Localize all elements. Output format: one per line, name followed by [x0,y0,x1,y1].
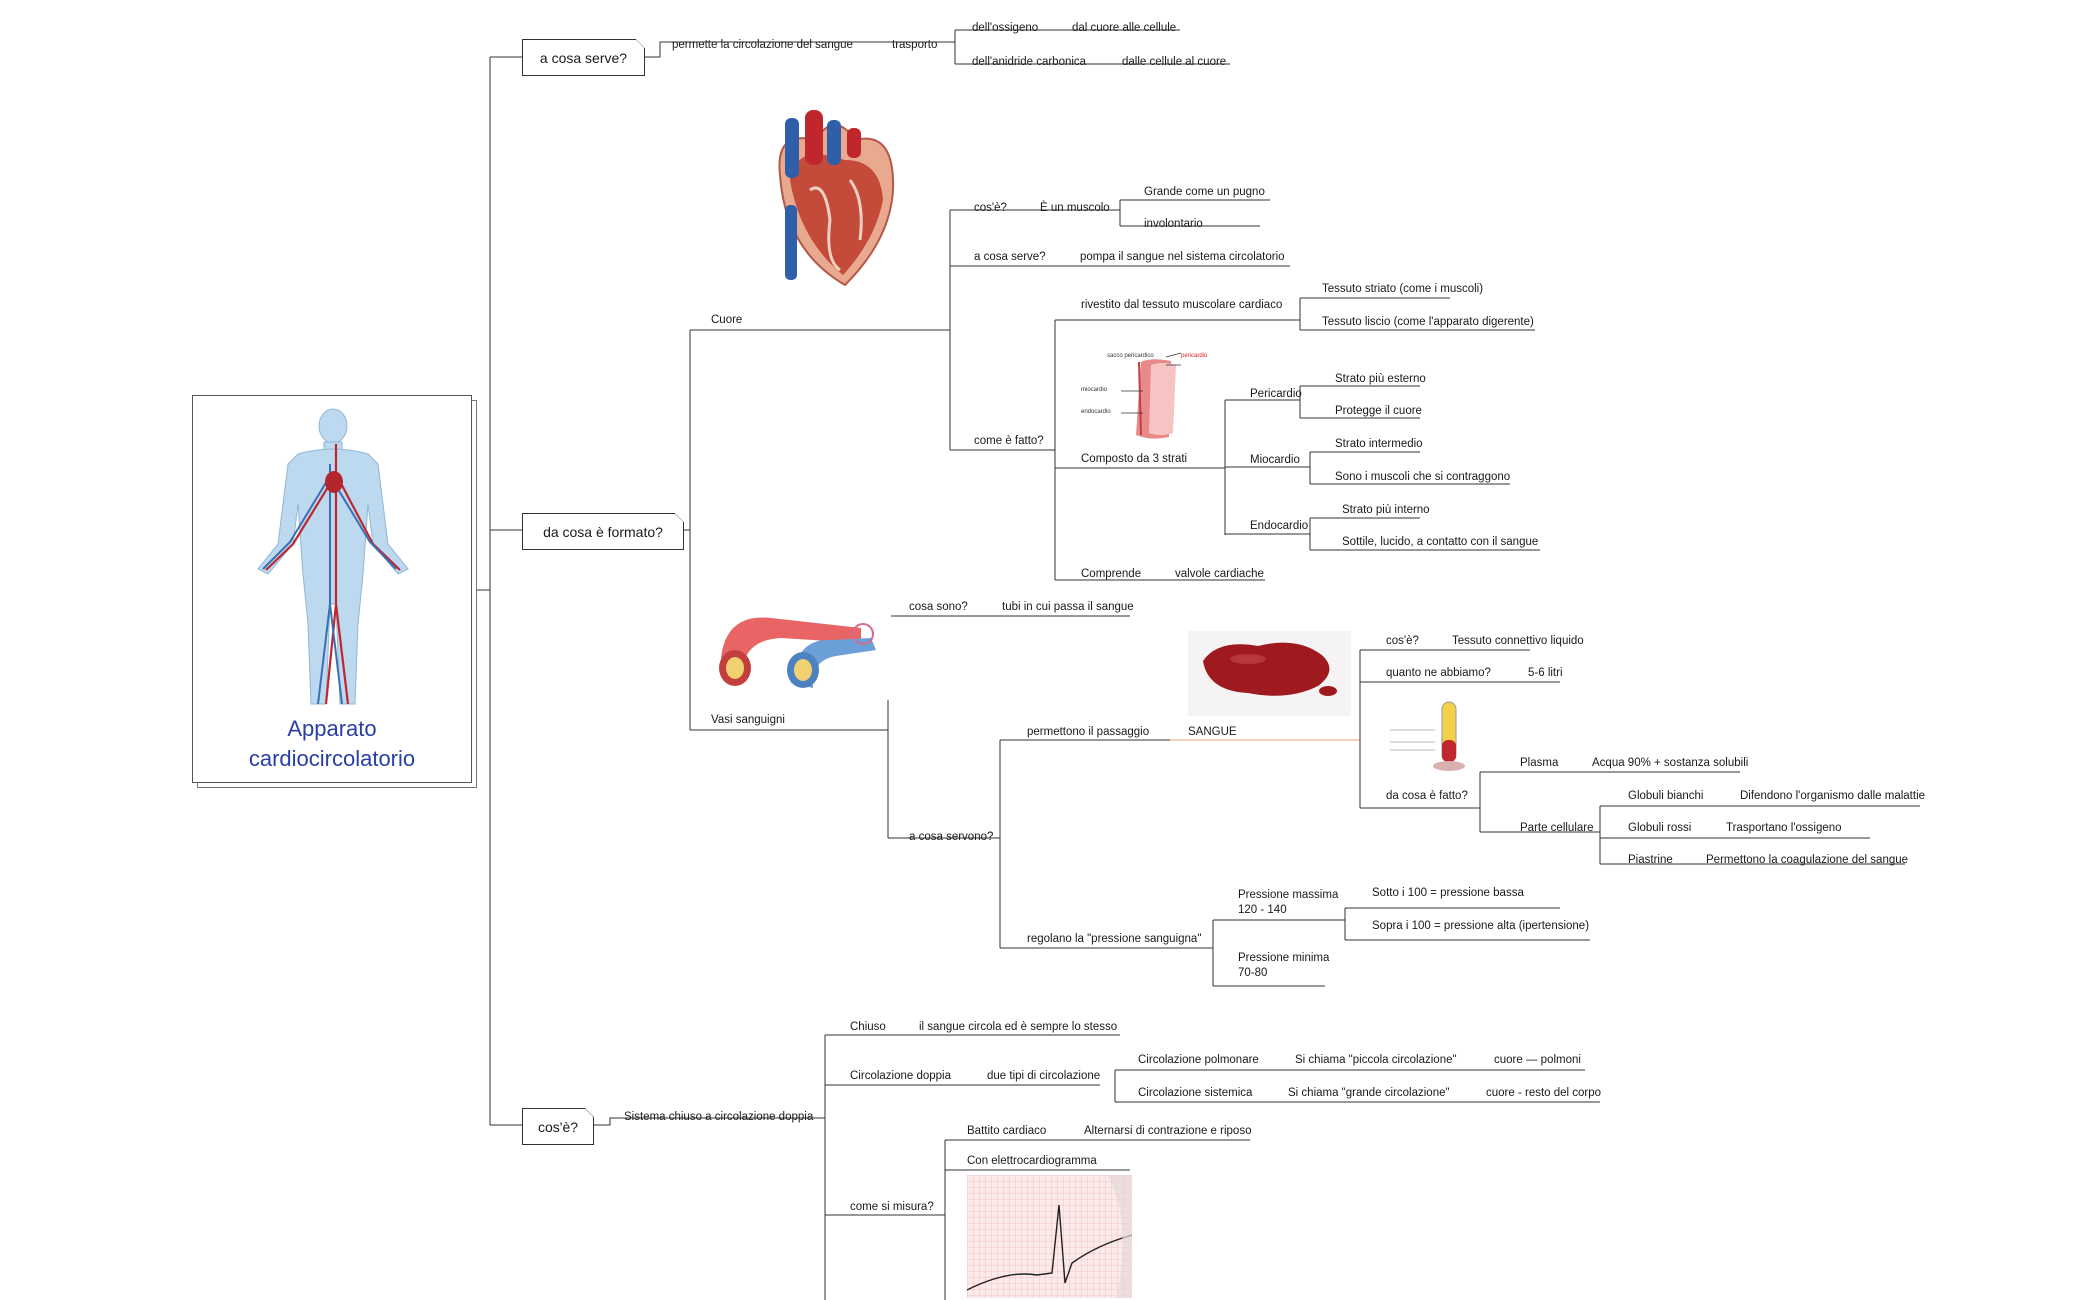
node-rivestito[interactable]: rivestito dal tessuto muscolare cardiaco [1081,299,1283,311]
node-vasi[interactable]: Vasi sanguigni [711,714,785,726]
node-minima-2[interactable]: 70-80 [1238,967,1268,979]
node-passaggio[interactable]: permettono il passaggio [1027,726,1150,738]
node-sistemica[interactable]: Circolazione sistemica [1138,1087,1253,1099]
node-acqua[interactable]: Acqua 90% + sostanza solubili [1592,757,1749,769]
node-due-tipi[interactable]: due tipi di circolazione [987,1070,1101,1082]
node-cellulare[interactable]: Parte cellulare [1520,822,1594,834]
node-tubi[interactable]: tubi in cui passa il sangue [1002,601,1134,613]
node-bianchi-d[interactable]: Difendono l'organismo dalle malattie [1740,790,1926,802]
node-minima-1[interactable]: Pressione minima [1238,952,1330,964]
node-quanto[interactable]: quanto ne abbiamo? [1386,667,1491,679]
test-tube-illustration [1390,701,1465,771]
node-endocardio[interactable]: Endocardio [1250,520,1309,532]
node-bassa[interactable]: Sotto i 100 = pressione bassa [1372,887,1524,899]
central-title: Apparato cardiocircolatorio [248,716,416,771]
label-sacco: sacco pericardico [1107,353,1154,359]
node-striato[interactable]: Tessuto striato (come i muscoli) [1322,283,1484,295]
central-node[interactable]: Apparato cardiocircolatorio [192,395,472,783]
node-muscolo[interactable]: È un muscolo [1040,202,1110,214]
node-massima-2[interactable]: 120 - 140 [1238,904,1287,916]
heart-illustration [778,110,895,287]
node-anidride[interactable]: dell'anidride carbonica [972,56,1087,68]
heart-layers-illustration: sacco pericardico pericardio miocardio e… [1081,347,1213,441]
node-involontario[interactable]: involontario [1144,218,1203,230]
node-bianchi[interactable]: Globuli bianchi [1628,790,1704,802]
node-vasi-servono[interactable]: a cosa servono? [909,831,994,843]
node-pompa[interactable]: pompa il sangue nel sistema circolatorio [1080,251,1285,263]
topic-a-cosa-serve[interactable]: a cosa serve? [522,39,645,76]
label-pericardio: pericardio [1181,353,1208,359]
ecg-illustration [967,1175,1132,1298]
node-plasma[interactable]: Plasma [1520,757,1559,769]
node-cuore-serve[interactable]: a cosa serve? [974,251,1046,263]
node-vasi-sono[interactable]: cosa sono? [909,601,968,613]
label-miocardio: miocardio [1081,387,1108,393]
node-sangue[interactable]: SANGUE [1188,726,1237,738]
node-battito[interactable]: Battito cardiaco [967,1125,1047,1137]
node-piastrine-d[interactable]: Permettono la coagulazione del sangue [1706,854,1909,866]
node-cuore-polmoni[interactable]: cuore — polmoni [1494,1054,1581,1066]
node-mio-1[interactable]: Strato intermedio [1335,438,1423,450]
node-trasporto[interactable]: trasporto [892,39,938,51]
node-misura[interactable]: come si misura? [850,1201,934,1213]
node-rossi[interactable]: Globuli rossi [1628,822,1692,834]
node-doppia[interactable]: Circolazione doppia [850,1070,952,1082]
node-chiuso-d[interactable]: il sangue circola ed è sempre lo stesso [919,1021,1118,1033]
node-strati[interactable]: Composto da 3 strati [1081,453,1188,465]
node-endo-2[interactable]: Sottile, lucido, a contatto con il sangu… [1342,536,1539,548]
node-alta[interactable]: Sopra i 100 = pressione alta (ipertensio… [1372,920,1590,932]
node-sangue-cose[interactable]: cos'è? [1386,635,1419,647]
node-pugno[interactable]: Grande come un pugno [1144,186,1265,198]
node-alternarsi[interactable]: Alternarsi di contrazione e riposo [1084,1125,1252,1137]
node-peri-1[interactable]: Strato più esterno [1335,373,1426,385]
node-sangue-fatto[interactable]: da cosa è fatto? [1386,790,1468,802]
node-connettivo[interactable]: Tessuto connettivo liquido [1452,635,1584,647]
node-grande[interactable]: Si chiama "grande circolazione" [1288,1087,1450,1099]
node-chiuso[interactable]: Chiuso [850,1021,886,1033]
node-litri[interactable]: 5-6 litri [1528,667,1563,679]
node-valvole[interactable]: valvole cardiache [1175,568,1264,580]
node-ecg[interactable]: Con elettrocardiogramma [967,1155,1097,1167]
node-sistema[interactable]: Sistema chiuso a circolazione doppia [624,1111,814,1123]
node-pressione[interactable]: regolano la "pressione sanguigna" [1027,933,1202,945]
node-cuore[interactable]: Cuore [711,314,743,326]
topic-da-cosa-formato[interactable]: da cosa è formato? [522,513,684,550]
node-cuore-corpo[interactable]: cuore - resto del corpo [1486,1087,1602,1099]
node-cuore-fatto[interactable]: come è fatto? [974,435,1044,447]
topic-cose[interactable]: cos'è? [522,1108,594,1145]
node-rossi-d[interactable]: Trasportano l'ossigeno [1726,822,1842,834]
node-mio-2[interactable]: Sono i muscoli che si contraggono [1335,471,1511,483]
node-piastrine[interactable]: Piastrine [1628,854,1673,866]
node-miocardio[interactable]: Miocardio [1250,454,1300,466]
node-massima-1[interactable]: Pressione massima [1238,889,1339,901]
node-anidride-dir[interactable]: dalle cellule al cuore [1122,56,1227,68]
node-pericardio[interactable]: Pericardio [1250,388,1302,400]
node-comprende[interactable]: Comprende [1081,568,1142,580]
human-body-illustration [257,408,409,705]
node-polmonare[interactable]: Circolazione polmonare [1138,1054,1259,1066]
node-liscio[interactable]: Tessuto liscio (come l'apparato digerent… [1322,316,1534,328]
blood-vessels-illustration [711,598,891,700]
blood-puddle-illustration [1188,631,1351,716]
node-endo-1[interactable]: Strato più interno [1342,504,1430,516]
node-ossigeno[interactable]: dell'ossigeno [972,22,1039,34]
node-ossigeno-dir[interactable]: dal cuore alle cellule [1072,22,1177,34]
node-peri-2[interactable]: Protegge il cuore [1335,405,1422,417]
node-cuore-cose[interactable]: cos'è? [974,202,1007,214]
label-endocardio: endocardio [1081,409,1111,415]
node-piccola[interactable]: Si chiama "piccola circolazione" [1295,1054,1457,1066]
node-permette[interactable]: permette la circolazione del sangue [672,39,853,51]
